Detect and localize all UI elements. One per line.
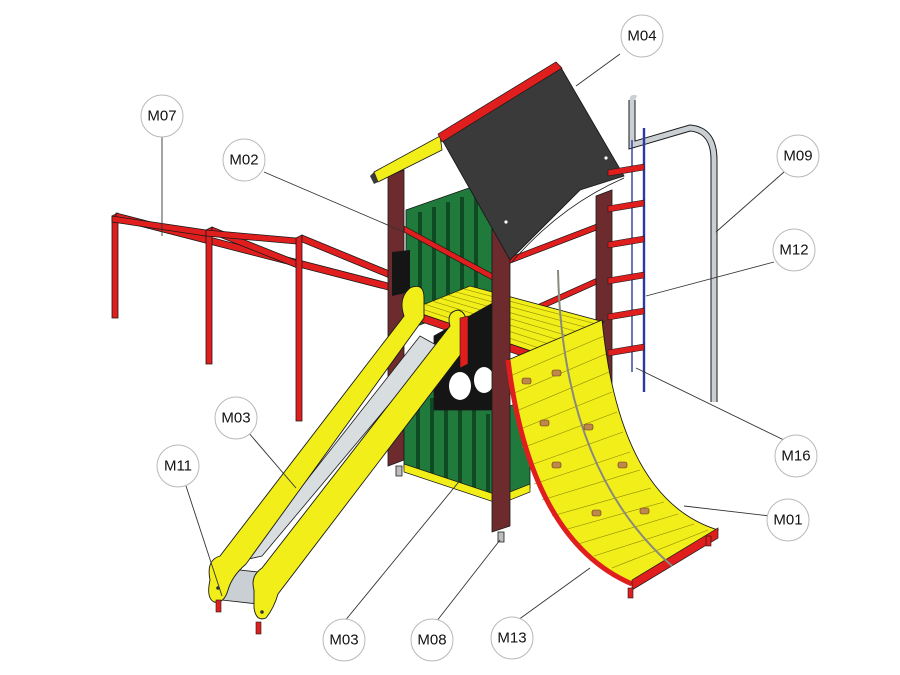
label-m12: M12 [772,228,816,272]
label-m07: M07 [140,94,184,138]
label-m09: M09 [776,134,820,178]
label-m07-text: M07 [147,108,176,125]
label-m16-text: M16 [781,448,810,465]
label-m03-upper: M03 [214,396,258,440]
climbing-holds [521,369,650,517]
label-m02: M02 [222,138,266,182]
label-m13-text: M13 [497,630,526,647]
label-m01: M01 [766,498,810,542]
label-m12-text: M12 [779,242,808,259]
label-m04: M04 [620,14,664,58]
label-m08: M08 [410,618,454,662]
climbing-pole [628,94,718,402]
label-m13: M13 [490,616,534,660]
leader-lines [161,53,789,623]
roof [370,61,625,263]
label-m03-lower-text: M03 [329,632,358,649]
label-m03-upper-text: M03 [221,410,250,427]
label-m11-text: M11 [164,458,192,475]
label-m04-text: M04 [627,28,656,45]
ladder-rungs [607,163,645,357]
climbing-wall [505,269,720,599]
label-m11: M11 [156,444,200,488]
label-m08-text: M08 [417,632,446,649]
label-m03-lower: M03 [322,618,366,662]
label-m09-text: M09 [783,148,812,165]
label-m02-text: M02 [229,152,258,169]
monkey-bars [111,212,397,422]
slide [208,285,469,635]
label-m01-text: M01 [773,512,802,529]
label-m16: M16 [774,434,818,478]
